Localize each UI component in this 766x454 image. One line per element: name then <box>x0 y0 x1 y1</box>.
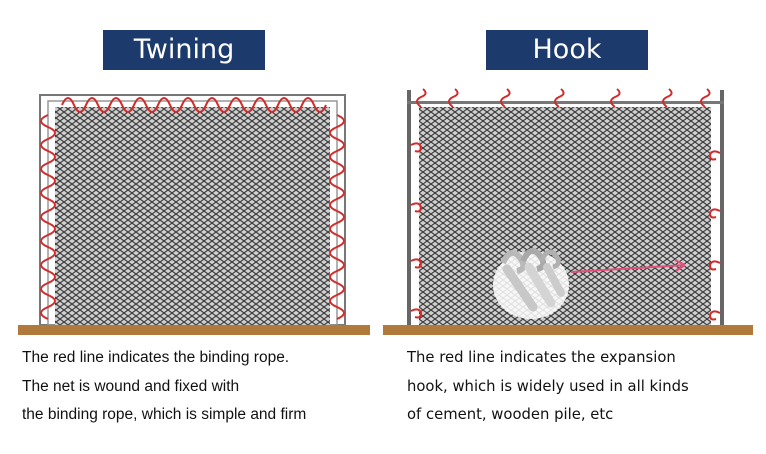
hook-illustration <box>383 88 753 335</box>
hook-caption-line: The red line indicates the expansion <box>407 349 676 366</box>
expansion-hook-product <box>493 248 569 319</box>
hook-title: Hook <box>486 30 648 70</box>
twining-caption: The red line indicates the binding rope.… <box>22 344 405 430</box>
twining-caption-line: The net is wound and fixed with <box>22 377 240 395</box>
ground-strip <box>383 325 753 335</box>
twining-caption-line: The red line indicates the binding rope. <box>22 349 290 366</box>
expansion-hooks-top <box>416 88 711 108</box>
binding-rope-left <box>40 114 56 320</box>
wire-mesh <box>55 107 330 325</box>
hook-caption-line: hook, which is widely used in all kinds <box>407 377 689 395</box>
frame-post-left <box>407 90 411 328</box>
twining-caption-line: the binding rope, which is simple and fi… <box>22 406 307 423</box>
twining-illustration <box>18 94 370 335</box>
twining-title: Twining <box>103 30 265 70</box>
frame-top-bar <box>407 101 724 104</box>
twining-panel: Twining The red line indicates the bindi… <box>18 30 370 423</box>
expansion-hooks-right <box>708 150 721 321</box>
ground-strip <box>18 325 370 335</box>
hook-panel: Hook <box>383 0 766 454</box>
pointer-arrow <box>570 259 686 273</box>
hook-caption-line: of cement, wooden pile, etc <box>407 406 614 423</box>
binding-rope-top <box>61 97 327 113</box>
binding-rope-right <box>329 114 345 320</box>
expansion-hooks-left <box>410 142 423 319</box>
hook-caption: The red line indicates the expansion hoo… <box>407 344 766 430</box>
frame-post-right <box>720 90 724 328</box>
